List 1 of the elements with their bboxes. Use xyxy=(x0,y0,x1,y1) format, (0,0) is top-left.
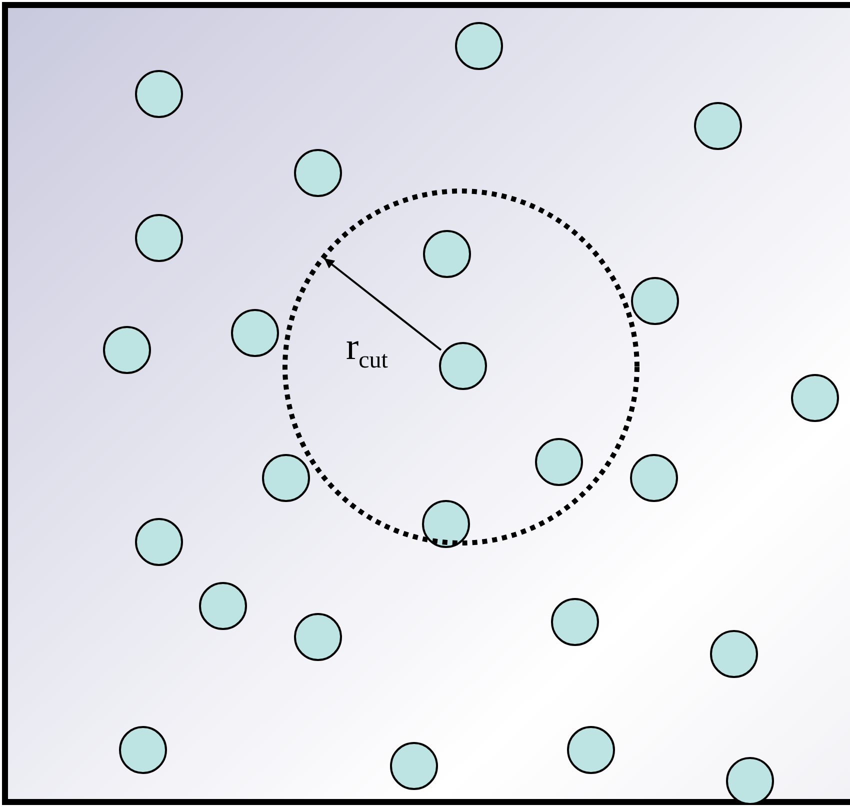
radius-label: r$_{cut}$ xyxy=(346,328,388,373)
